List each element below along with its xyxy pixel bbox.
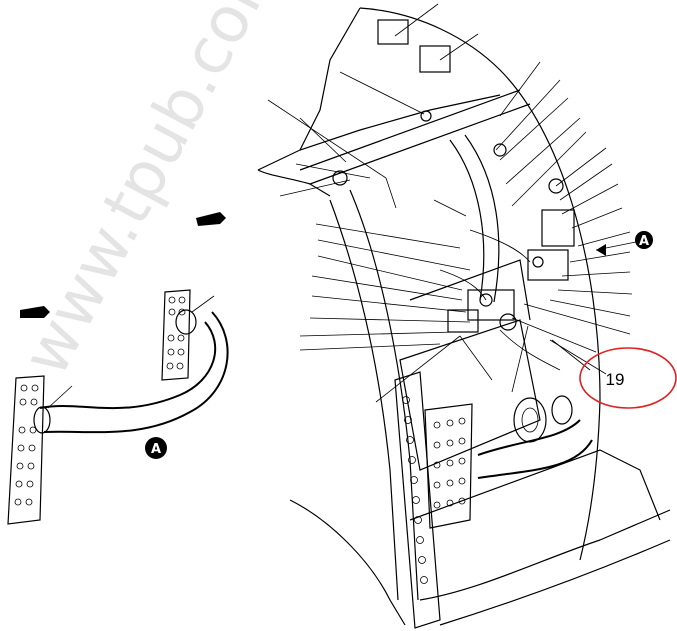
detail-a-badge-label: A: [151, 442, 161, 457]
callout-19-label: 19: [606, 370, 625, 389]
callout-19-highlight-ring: [579, 347, 677, 409]
callout-19-leader: [549, 339, 607, 375]
detail-a-badge: A: [145, 437, 167, 459]
view-a-badge-label: A: [639, 234, 649, 249]
detail-a-handle-assembly: [7, 212, 229, 525]
callout-leader-lines: [267, 3, 633, 403]
main-frame-structure: [257, 7, 671, 629]
view-a-badge: A: [635, 231, 653, 249]
view-a-arrow: [595, 241, 637, 256]
watermark-text: www.tpub.com: [9, 0, 298, 388]
